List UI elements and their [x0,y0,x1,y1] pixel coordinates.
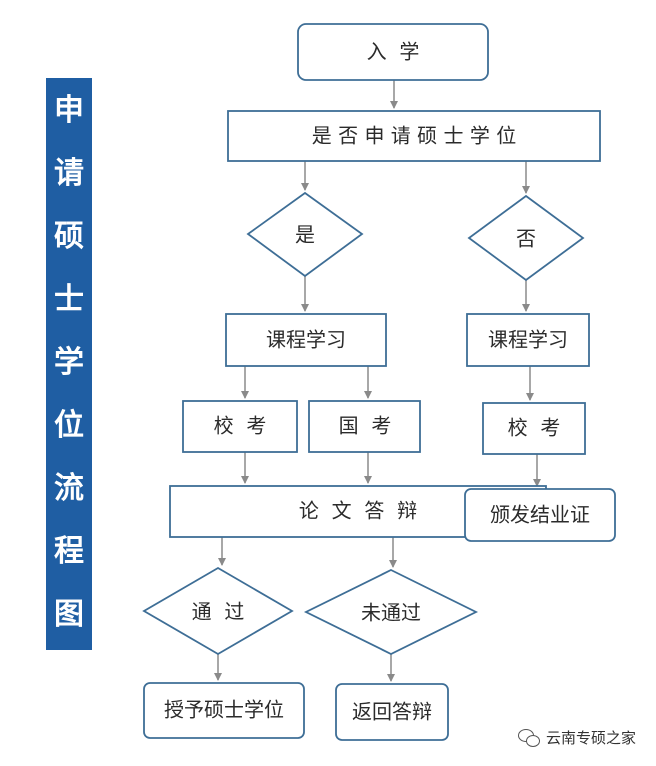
node-enroll [297,23,489,81]
title-char: 学 [54,345,84,380]
title-char: 程 [54,534,84,569]
label-redefense: 返回答辩 [352,700,432,724]
title-char: 图 [54,597,84,632]
title-char: 申 [54,93,84,128]
decision-pass [142,566,294,656]
decision-no [467,194,585,282]
node-course-right [466,313,590,367]
node-apply-question [227,110,601,162]
label-national-exam: 国 考 [339,414,392,438]
wechat-icon [517,728,540,747]
source-watermark: 云南专硕之家 [517,727,636,748]
flowchart-title-sidebar: 申 请 硕 士 学 位 流 程 图 [46,78,92,650]
label-course-right: 课程学习 [488,328,568,352]
label-course-left: 课程学习 [266,328,346,352]
title-char: 士 [54,282,84,317]
decision-fail [303,568,479,656]
node-school-exam-left [182,400,298,453]
label-enroll: 入 学 [367,40,420,64]
title-char: 位 [54,408,84,443]
label-defense: 论 文 答 辩 [299,499,417,523]
label-no: 否 [516,227,536,251]
title-char: 硕 [54,219,84,254]
title-char: 请 [54,156,84,191]
node-school-exam-right [482,402,586,455]
label-yes: 是 [295,223,315,247]
source-name: 云南专硕之家 [545,729,636,747]
label-apply-question: 是 否 申 请 硕 士 学 位 [312,124,517,148]
label-fail: 未通过 [361,601,421,625]
node-completion-certificate [464,488,616,542]
decision-yes [246,191,364,278]
title-char: 流 [54,471,84,506]
label-school-exam-right: 校 考 [508,416,561,440]
node-national-exam [308,400,421,453]
connectors [214,80,541,682]
node-grant-degree [143,682,305,739]
node-redefense [335,683,449,741]
node-course-left [225,313,387,367]
label-pass: 通 过 [192,600,245,624]
label-completion-certificate: 颁发结业证 [490,503,590,527]
label-grant-degree: 授予硕士学位 [164,698,284,722]
label-school-exam-left: 校 考 [214,414,267,438]
